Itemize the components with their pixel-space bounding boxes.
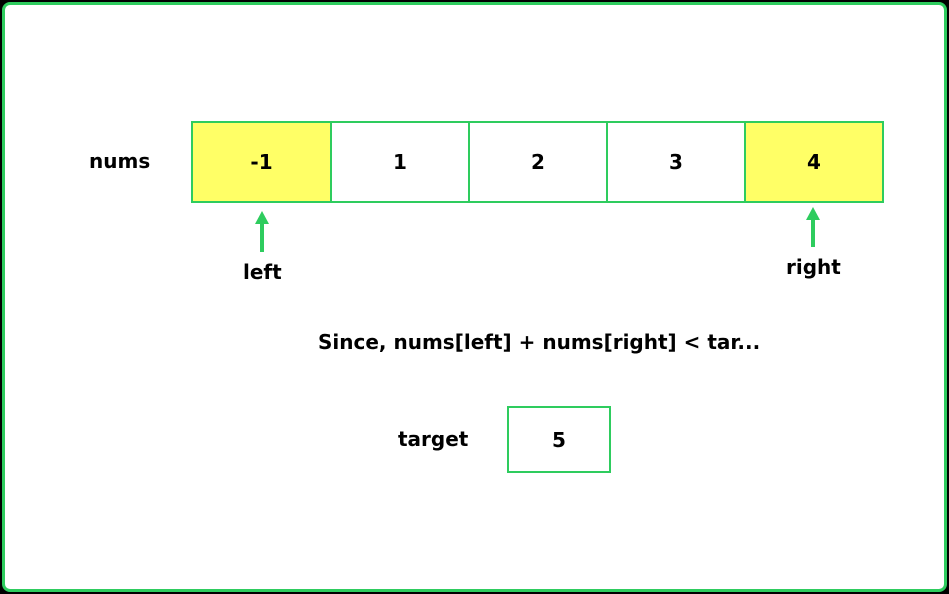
array-cell-1: 1: [330, 121, 470, 203]
target-value-box: 5: [507, 406, 611, 473]
condition-text: Since, nums[left] + nums[right] < tar...: [318, 330, 761, 354]
array-cell-4: 4: [744, 121, 884, 203]
array-cell-3: 3: [606, 121, 746, 203]
target-label: target: [398, 427, 469, 451]
nums-array: -1 1 2 3 4: [191, 121, 884, 203]
array-cell-0: -1: [191, 121, 332, 203]
left-pointer-label: left: [243, 260, 282, 284]
left-pointer-arrow: [255, 211, 269, 252]
nums-label: nums: [89, 149, 151, 173]
right-pointer-label: right: [786, 255, 841, 279]
array-cell-2: 2: [468, 121, 608, 203]
right-pointer-arrow: [806, 207, 820, 247]
